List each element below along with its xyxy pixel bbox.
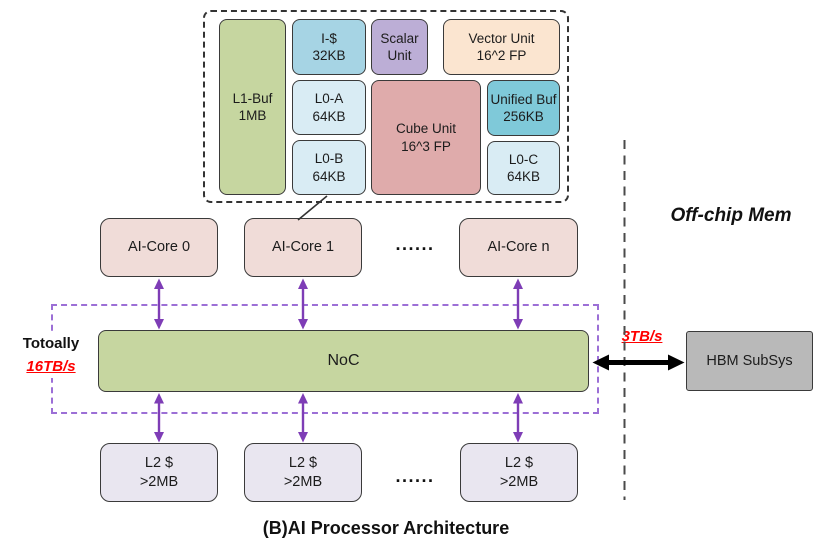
cell-unified-buf-name: Unified Buf bbox=[490, 91, 557, 107]
ai-core-ellipsis: ...... bbox=[395, 234, 435, 254]
l2-cache-0-name: L2 $ bbox=[144, 454, 174, 471]
l2-cache-n-box: L2 $ >2MB bbox=[460, 443, 578, 502]
cell-i-cache: I-$ 32KB bbox=[292, 19, 366, 75]
l2-cache-n-name: L2 $ bbox=[504, 454, 534, 471]
l2-cache-1-name: L2 $ bbox=[288, 454, 318, 471]
cell-cube-unit: Cube Unit 16^3 FP bbox=[371, 80, 481, 195]
noc-box: NoC bbox=[98, 330, 589, 392]
ai-core-1-box: AI-Core 1 bbox=[244, 218, 362, 277]
cell-cube-unit-name: Cube Unit bbox=[395, 121, 457, 137]
cell-l0-b-size: 64KB bbox=[312, 168, 346, 184]
cell-l0-b: L0-B 64KB bbox=[292, 140, 366, 195]
cell-unified-buf-size: 256KB bbox=[503, 109, 544, 124]
l2-cache-1-size: >2MB bbox=[283, 473, 323, 490]
ai-core-1-label: AI-Core 1 bbox=[271, 239, 335, 256]
cell-l0-a-size: 64KB bbox=[312, 108, 346, 124]
core-detail-dashed-box bbox=[203, 10, 569, 203]
cell-vector-unit: Vector Unit 16^2 FP bbox=[443, 19, 560, 75]
cell-vector-unit-name: Vector Unit bbox=[468, 30, 535, 46]
hbm-subsys-label: HBM SubSys bbox=[706, 352, 793, 369]
ai-core-0-label: AI-Core 0 bbox=[127, 239, 191, 256]
cell-i-cache-name: I-$ bbox=[321, 30, 337, 46]
cell-scalar-unit-line1: Scalar bbox=[380, 30, 419, 46]
noc-label: NoC bbox=[327, 351, 360, 369]
l2-cache-0-size: >2MB bbox=[139, 473, 179, 490]
ai-core-n-label: AI-Core n bbox=[487, 239, 550, 256]
hbm-subsys-box: HBM SubSys bbox=[686, 331, 813, 391]
l2-cache-1-box: L2 $ >2MB bbox=[244, 443, 362, 502]
cell-l0-c-size: 64KB bbox=[506, 169, 541, 184]
cell-l1-buf-name: L1-Buf bbox=[232, 90, 273, 106]
cell-l0-c: L0-C 64KB bbox=[487, 141, 560, 195]
cell-l1-buf: L1-Buf 1MB bbox=[219, 19, 286, 195]
cell-unified-buf: Unified Buf 256KB bbox=[487, 80, 560, 136]
cell-vector-unit-spec: 16^2 FP bbox=[476, 48, 527, 63]
l2-ellipsis: ...... bbox=[395, 466, 435, 486]
cell-l0-c-name: L0-C bbox=[508, 151, 539, 167]
offchip-mem-label: Off-chip Mem bbox=[670, 205, 792, 226]
cell-l0-a: L0-A 64KB bbox=[292, 80, 366, 135]
cell-i-cache-size: 32KB bbox=[312, 48, 346, 63]
cell-cube-unit-spec: 16^3 FP bbox=[401, 138, 451, 154]
noc-hbm-arrow bbox=[592, 354, 685, 371]
l2-cache-0-box: L2 $ >2MB bbox=[100, 443, 218, 502]
l2-cache-n-size: >2MB bbox=[499, 473, 539, 490]
ai-core-0-box: AI-Core 0 bbox=[100, 218, 218, 277]
figure-caption: (B)AI Processor Architecture bbox=[262, 518, 510, 538]
total-bandwidth-value: 16TB/s bbox=[26, 357, 76, 375]
cell-scalar-unit: Scalar Unit bbox=[371, 19, 428, 75]
cell-l0-a-name: L0-A bbox=[314, 91, 344, 107]
cell-l1-buf-size: 1MB bbox=[238, 108, 267, 123]
cell-l0-b-name: L0-B bbox=[314, 151, 344, 167]
ai-core-n-box: AI-Core n bbox=[459, 218, 578, 277]
total-bandwidth-label: Totoally 16TB/s bbox=[10, 333, 92, 378]
cell-scalar-unit-line2: Unit bbox=[387, 48, 412, 63]
hbm-bandwidth-label: 3TB/s bbox=[621, 328, 663, 345]
total-bandwidth-word: Totoally bbox=[22, 335, 80, 352]
